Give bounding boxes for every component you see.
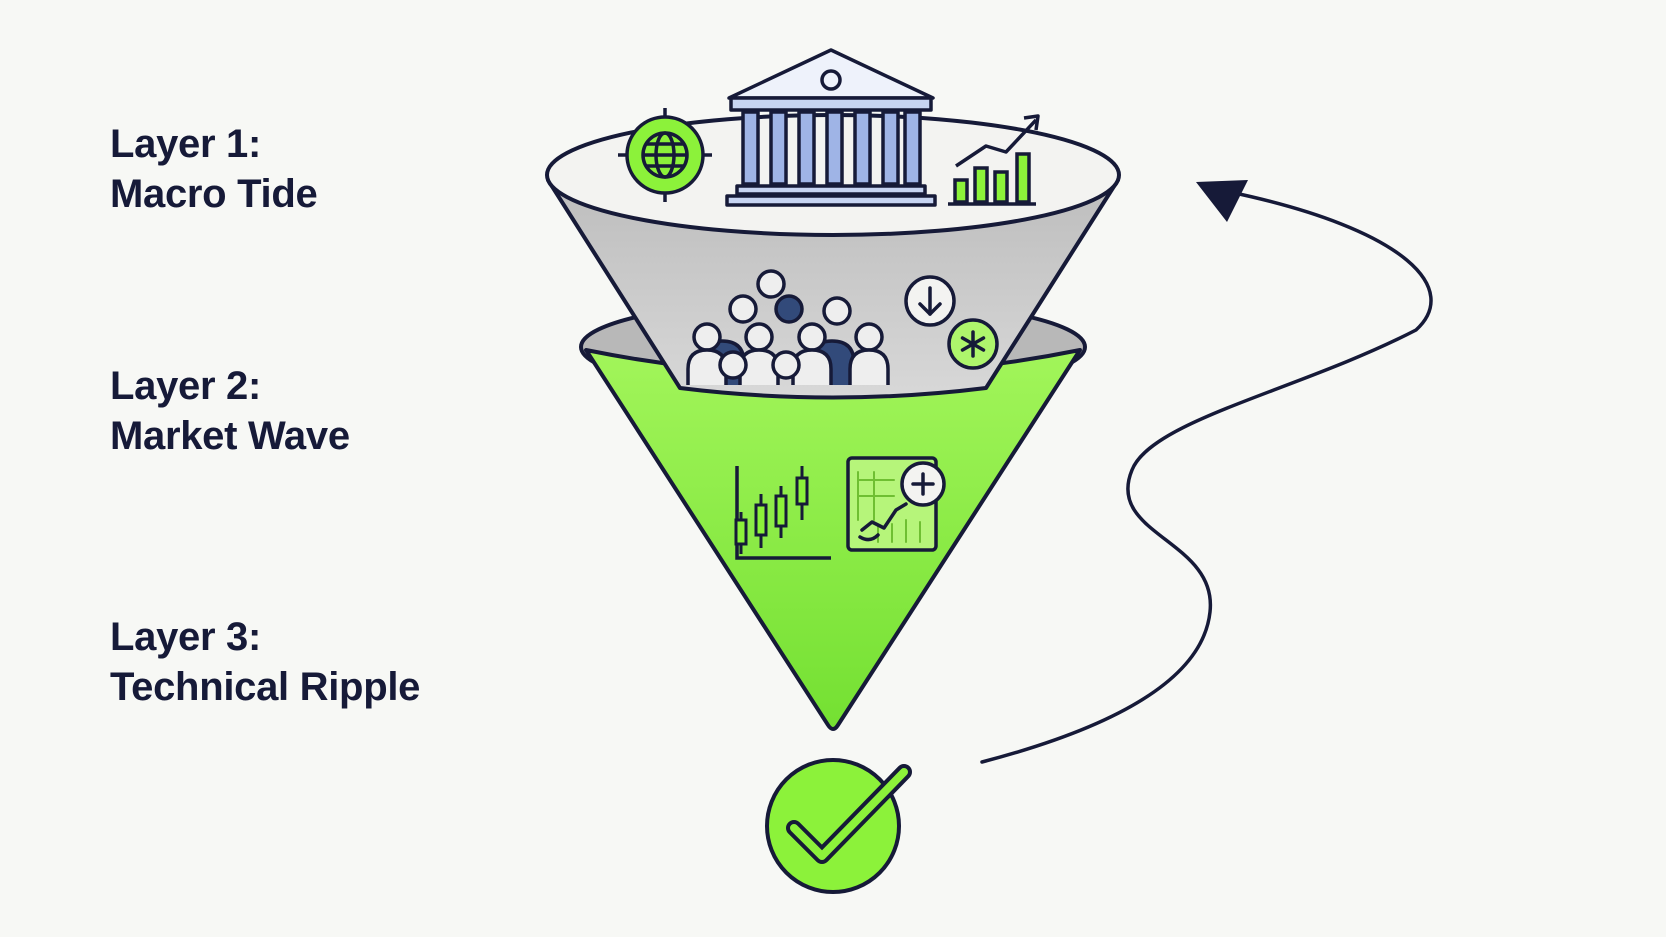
layer-2-number: Layer 2: <box>110 364 262 408</box>
down-arrow-circle-icon <box>904 275 956 327</box>
layer-3-name: Technical Ripple <box>110 665 421 709</box>
globe-icon <box>618 108 712 202</box>
chart-zoom-icon <box>846 456 946 552</box>
layer-1-number: Layer 1: <box>110 122 262 166</box>
central-bank-icon <box>725 48 937 207</box>
layer-2-name: Market Wave <box>110 414 350 458</box>
crowd-icon <box>686 269 890 385</box>
layer-3-label: Layer 3: Technical Ripple <box>110 612 420 712</box>
feedback-arrow <box>980 180 1433 764</box>
layer-2-label: Layer 2: Market Wave <box>110 361 350 461</box>
candlestick-chart-icon <box>734 466 831 560</box>
layer-1-label: Layer 1: Macro Tide <box>110 119 318 219</box>
layer-1-name: Macro Tide <box>110 172 318 216</box>
asterisk-circle-icon <box>947 318 999 370</box>
check-circle-icon <box>765 758 912 894</box>
rising-bar-chart-icon <box>948 114 1040 206</box>
layer-3-number: Layer 3: <box>110 615 262 659</box>
